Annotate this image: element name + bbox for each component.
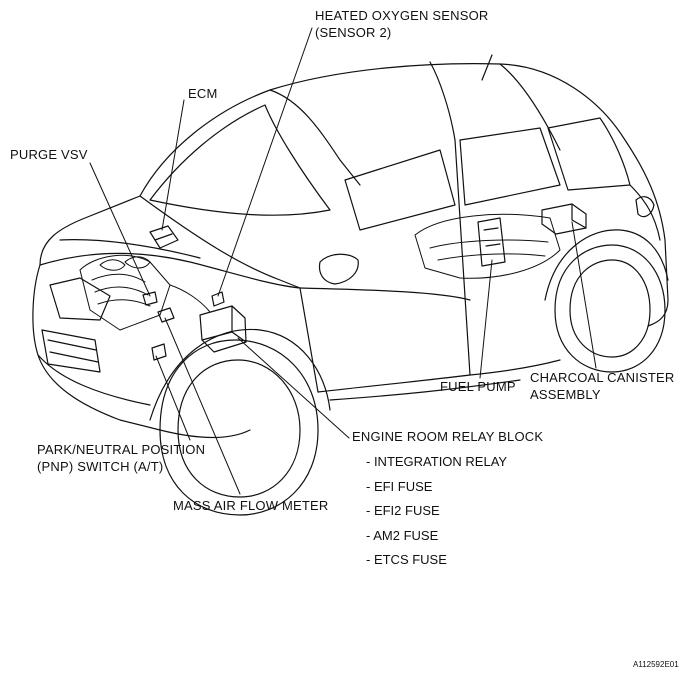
leader-lines: [89, 27, 597, 495]
leader-maf-meter: [164, 317, 241, 495]
o2-sensor-unit: [211, 291, 225, 307]
maf-meter-unit: [157, 307, 175, 323]
leader-fuel-pump: [479, 259, 493, 379]
fuel-tank: [414, 213, 561, 279]
purge-vsv-label: PURGE VSV: [10, 147, 88, 162]
charcoal-canister-line-2: ASSEMBLY: [530, 387, 601, 402]
car-body-outline: [32, 54, 669, 439]
ecm-label: ECM: [188, 86, 218, 101]
relay-item-etcs-fuse: - ETCS FUSE: [366, 552, 447, 567]
pnp-switch-unit: [151, 343, 167, 361]
figure-code: A112592E01: [633, 660, 679, 669]
leader-pnp-switch: [155, 355, 191, 441]
relay-item-efi-fuse: - EFI FUSE: [366, 479, 433, 494]
ecm-unit: [149, 225, 179, 249]
leader-o2-sensor: [217, 27, 313, 297]
engine-assembly: [79, 254, 211, 331]
rear-wheel: [544, 229, 669, 373]
front-wheel: [149, 328, 331, 516]
charcoal-canister-label: CHARCOAL CANISTER ASSEMBLY: [530, 369, 675, 403]
pnp-switch-line-2: (PNP) SWITCH (A/T): [37, 459, 164, 474]
charcoal-canister-line-1: CHARCOAL CANISTER: [530, 370, 675, 385]
fuel-pump-label: FUEL PUMP: [440, 379, 516, 394]
relay-item-integration-relay: - INTEGRATION RELAY: [366, 454, 508, 469]
leader-relay-block: [237, 337, 350, 439]
charcoal-canister-unit: [541, 203, 587, 235]
heated-oxygen-sensor-line-2: (SENSOR 2): [315, 25, 392, 40]
relay-block-unit: [199, 305, 247, 353]
mass-air-flow-meter-label: MASS AIR FLOW METER: [173, 498, 329, 513]
relay-item-am2-fuse: - AM2 FUSE: [366, 528, 439, 543]
purge-vsv-unit: [142, 291, 158, 306]
relay-item-efi2-fuse: - EFI2 FUSE: [366, 503, 440, 518]
pnp-switch-label: PARK/NEUTRAL POSITION (PNP) SWITCH (A/T): [37, 441, 205, 475]
engine-room-relay-block-label: ENGINE ROOM RELAY BLOCK: [352, 429, 544, 444]
pnp-switch-line-1: PARK/NEUTRAL POSITION: [37, 442, 206, 457]
fuel-pump-unit: [477, 217, 506, 267]
leader-canister: [571, 221, 597, 369]
heated-oxygen-sensor-label: HEATED OXYGEN SENSOR (SENSOR 2): [315, 7, 489, 41]
heated-oxygen-sensor-line-1: HEATED OXYGEN SENSOR: [315, 8, 489, 23]
leader-purge-vsv: [89, 162, 151, 297]
leader-ecm: [161, 99, 185, 231]
